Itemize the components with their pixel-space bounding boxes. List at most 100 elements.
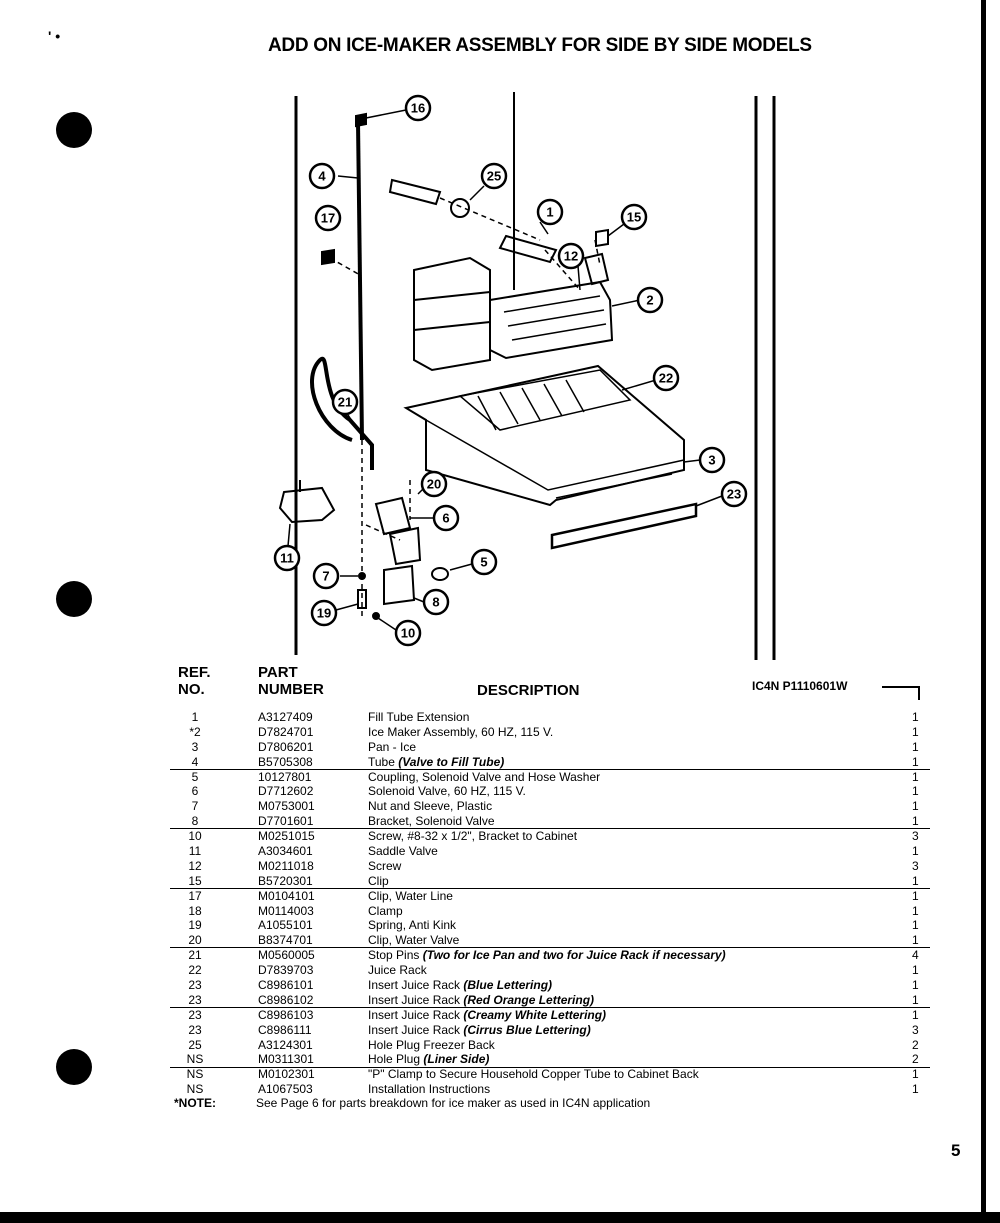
description-text: Stop Pins (368, 948, 423, 963)
ref-number: 25 (188, 1037, 202, 1052)
part-number: D7824701 (258, 724, 314, 739)
ref-number: 8 (191, 814, 199, 829)
row-separator (170, 1007, 930, 1008)
part-number: M0102301 (258, 1067, 315, 1082)
callout-17: 17 (314, 204, 342, 232)
description-header: DESCRIPTION (477, 682, 580, 699)
callout-label: 10 (401, 626, 415, 641)
description-text: Fill Tube Extension (368, 710, 470, 724)
description: Nut and Sleeve, Plastic (368, 799, 492, 813)
callout-6: 6 (432, 504, 460, 532)
callout-12: 12 (557, 242, 585, 270)
callout-label: 1 (546, 205, 553, 220)
description-note: (Cirrus Blue Lettering) (463, 1022, 591, 1037)
description-note: (Liner Side) (423, 1052, 490, 1067)
description: Installation Instructions (368, 1082, 490, 1096)
quantity: 1 (912, 1082, 919, 1097)
description: Juice Rack (368, 963, 427, 977)
part-number: A3124301 (258, 1037, 313, 1052)
callout-21: 21 (331, 388, 359, 416)
part-number: D7701601 (258, 814, 314, 829)
description: Hole Plug (Liner Side) (368, 1052, 489, 1066)
description-text: "P" Clamp to Secure Household Copper Tub… (368, 1067, 699, 1082)
description: Stop Pins (Two for Ice Pan and two for J… (368, 948, 726, 962)
callout-label: 4 (318, 169, 326, 184)
quantity: 1 (912, 724, 919, 739)
quantity: 1 (912, 784, 919, 799)
part-number: A1067503 (258, 1082, 313, 1097)
callout-label: 5 (480, 555, 487, 570)
description-text: Pan - Ice (368, 739, 417, 754)
part-number: M0211018 (258, 858, 314, 873)
quantity: 1 (912, 933, 919, 948)
description-text: Coupling, Solenoid Valve and Hose Washer (368, 769, 601, 784)
description: Insert Juice Rack (Cirrus Blue Lettering… (368, 1023, 591, 1037)
callout-2: 2 (636, 286, 664, 314)
description-note: (Creamy White Lettering) (463, 1007, 607, 1022)
model-code: IC4N P1110601W (752, 679, 848, 693)
callout-label: 7 (322, 569, 329, 584)
ref-number: 7 (191, 799, 199, 814)
callout-16: 16 (404, 94, 432, 122)
callout-4: 4 (308, 162, 336, 190)
callout-label: 25 (487, 169, 501, 184)
callout-label: 12 (564, 249, 578, 264)
quantity: 1 (912, 963, 919, 978)
quantity: 3 (912, 858, 919, 873)
ref-number: 5 (191, 769, 199, 784)
quantity: 2 (912, 1052, 919, 1067)
callout-label: 16 (411, 101, 425, 116)
description-note: (Two for Ice Pan and two for Juice Rack … (422, 948, 726, 963)
callout-19: 19 (310, 599, 338, 627)
row-separator (170, 768, 930, 770)
quantity: 1 (912, 814, 919, 829)
description: Clip (368, 874, 389, 888)
part-number: M0104101 (258, 888, 315, 903)
description: Clip, Water Valve (368, 933, 459, 947)
description: Hole Plug Freezer Back (368, 1038, 495, 1052)
part-number: D7712602 (258, 784, 314, 799)
part-number: B5705308 (258, 754, 313, 769)
model-arrow (882, 686, 920, 688)
ref-number: 10 (188, 829, 202, 844)
callout-label: 15 (627, 210, 641, 225)
page-border-bottom (0, 1212, 1000, 1223)
callout-label: 19 (317, 606, 331, 621)
ref-number: 20 (188, 933, 202, 948)
binder-hole (56, 1049, 92, 1085)
callout-22: 22 (652, 364, 680, 392)
part-number: M0753001 (258, 799, 315, 814)
description-text: Juice Rack (368, 963, 427, 978)
description-text: Spring, Anti Kink (368, 918, 457, 933)
part-number: C8986101 (258, 978, 314, 993)
ref-number: 22 (188, 963, 202, 978)
solenoid-bracket (383, 564, 416, 606)
binder-hole (56, 581, 92, 617)
fill-tube-extension (498, 234, 558, 264)
part-number: A1055101 (258, 918, 313, 933)
quantity: 1 (912, 918, 919, 933)
callout-3: 3 (698, 446, 726, 474)
callout-label: 2 (646, 293, 653, 308)
quantity: 1 (912, 992, 919, 1007)
quantity: 4 (912, 948, 919, 963)
callout-label: 8 (432, 595, 439, 610)
description-text: Screw (368, 858, 402, 873)
page-border-right (981, 0, 986, 1223)
ice-pan-and-juice-rack (403, 364, 685, 507)
ref-number: *2 (189, 724, 201, 739)
row-separator (170, 887, 930, 889)
ref-number: 12 (188, 858, 202, 873)
